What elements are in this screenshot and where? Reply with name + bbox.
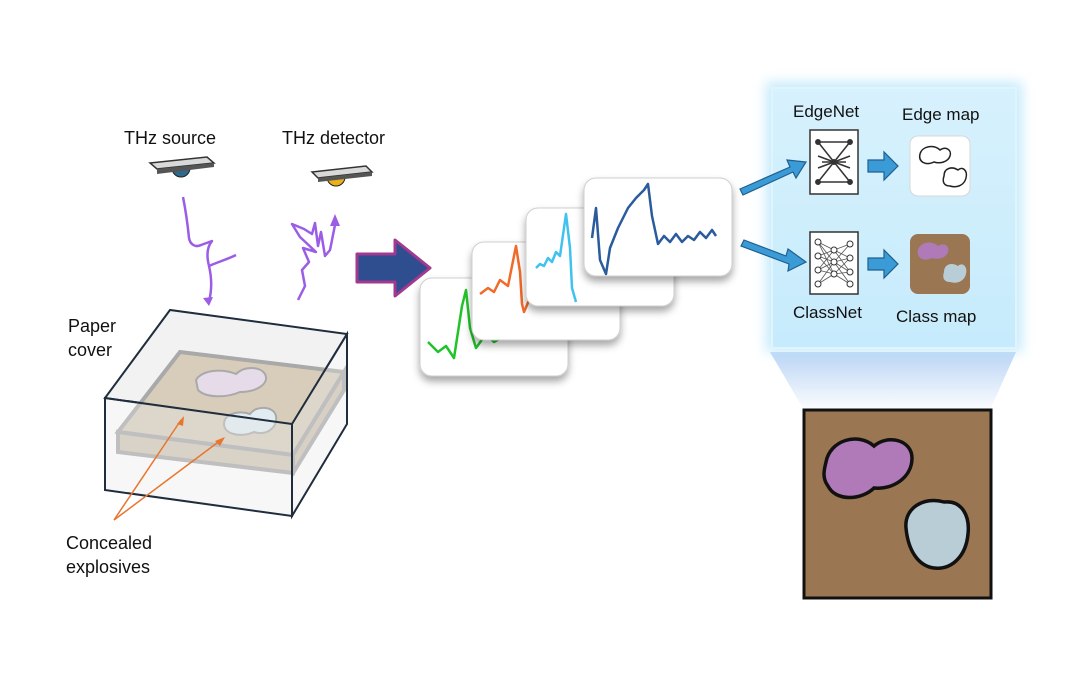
reflected-thz-pulse [290, 214, 340, 301]
thz-source-emitter-icon [148, 156, 216, 178]
edge-map-label: Edge map [902, 105, 980, 124]
thz-source: THz source [124, 128, 216, 178]
concealed-explosives-label-line2: explosives [66, 557, 150, 577]
class-region-purple [822, 437, 914, 500]
waveform-card-navy [583, 177, 733, 277]
thz-detector: THz detector [282, 128, 385, 187]
class-map-label: Class map [896, 307, 976, 326]
projection-beam [770, 352, 1016, 410]
arrow-to-classnet-icon [740, 239, 808, 273]
class-map-result [802, 408, 993, 600]
neural-network-icon [809, 129, 859, 195]
class-region-blue [904, 498, 971, 570]
explosive-pointer-lines [113, 416, 225, 521]
class-map-thumbnail [910, 234, 970, 294]
arrow-right-icon [867, 150, 899, 182]
neural-network-icon [809, 231, 859, 295]
thz-detector-icon [310, 165, 374, 187]
thz-detector-label: THz detector [282, 128, 385, 148]
classnet-label: ClassNet [793, 303, 862, 322]
paper-cover-label-line1: Paper [68, 316, 116, 336]
paper-cover-box [103, 308, 349, 520]
thz-source-label: THz source [124, 128, 216, 148]
paper-cover-label-line2: cover [68, 340, 112, 360]
concealed-explosive-purple [194, 367, 268, 398]
edgenet-label: EdgeNet [793, 102, 859, 121]
arrow-right-icon [867, 248, 899, 280]
process-arrow-icon [355, 238, 432, 298]
waveform-stack [419, 177, 733, 377]
concealed-explosives-label-line1: Concealed [66, 533, 152, 553]
networks-panel: EdgeNet Edge map ClassNet Class map [766, 82, 1022, 410]
emitted-thz-pulse [181, 196, 237, 306]
arrow-to-edgenet-icon [739, 159, 808, 196]
concealed-explosive-blue [222, 406, 278, 436]
edge-map-thumbnail [909, 135, 971, 197]
